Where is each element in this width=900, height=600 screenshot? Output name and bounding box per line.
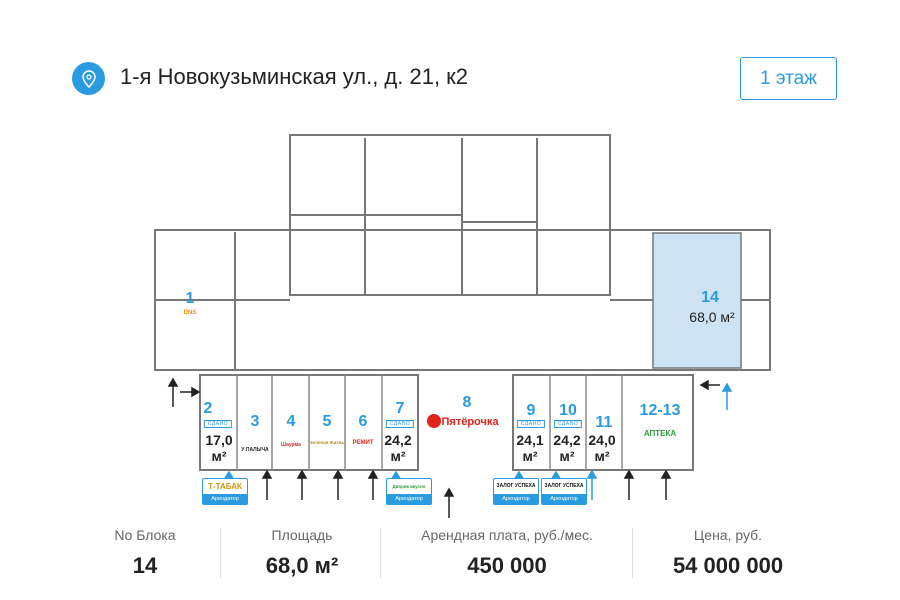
- floor-plan: [154, 134, 771, 518]
- pyaterochka-logo-icon: [427, 414, 441, 428]
- unit-12-13-number[interactable]: 12-13: [639, 402, 681, 419]
- entrance-arrows: [167, 377, 720, 518]
- unit-6-number[interactable]: 6: [358, 413, 368, 430]
- unit-2-status: СДАНО: [203, 420, 233, 428]
- divider: [632, 528, 633, 578]
- unit-7-number[interactable]: 7: [395, 400, 405, 417]
- unit-9-number[interactable]: 9: [526, 402, 536, 419]
- unit-1-number[interactable]: 1: [185, 290, 195, 307]
- unit-10-number[interactable]: 10: [559, 402, 577, 419]
- stat-rent: Арендная плата, руб./мес.450 000: [421, 527, 593, 578]
- unit-4-number[interactable]: 4: [286, 413, 296, 430]
- unit-8-brand: Пятёрочка: [441, 416, 499, 428]
- unit-9-status: СДАНО: [516, 420, 546, 428]
- unit-5-number[interactable]: 5: [322, 413, 332, 430]
- unit-6-brand: РЕМИТ: [352, 440, 374, 446]
- unit-10-status: СДАНО: [553, 420, 583, 428]
- unit-14-area: 68,0 м²: [689, 309, 735, 325]
- unit-11-number[interactable]: 11: [595, 414, 613, 431]
- location-pin-icon: [72, 62, 105, 95]
- unit-3-number[interactable]: 3: [250, 413, 260, 430]
- unit-5-brand: Зеленая Жизнь: [309, 440, 345, 445]
- unit-1-brand: DNS: [183, 310, 197, 316]
- stat-price: Цена, руб.54 000 000: [672, 527, 784, 578]
- unit-14-number[interactable]: 14: [701, 289, 719, 306]
- unit-12-13-brand: АПТЕКА: [643, 429, 677, 438]
- unit-3-brand: У ПАЛЫЧА: [241, 447, 269, 453]
- floor-selector-button[interactable]: 1 этаж: [740, 57, 837, 100]
- unit-2-number[interactable]: 2: [203, 400, 213, 417]
- divider: [380, 528, 381, 578]
- unit-4-brand: Шаурма: [281, 442, 301, 448]
- divider: [220, 528, 221, 578]
- address-title: 1-я Новокузьминская ул., д. 21, к2: [120, 64, 469, 89]
- unit-7-status: СДАНО: [385, 420, 415, 428]
- unit-8-number[interactable]: 8: [462, 394, 472, 411]
- unit-14-highlight: [652, 232, 742, 369]
